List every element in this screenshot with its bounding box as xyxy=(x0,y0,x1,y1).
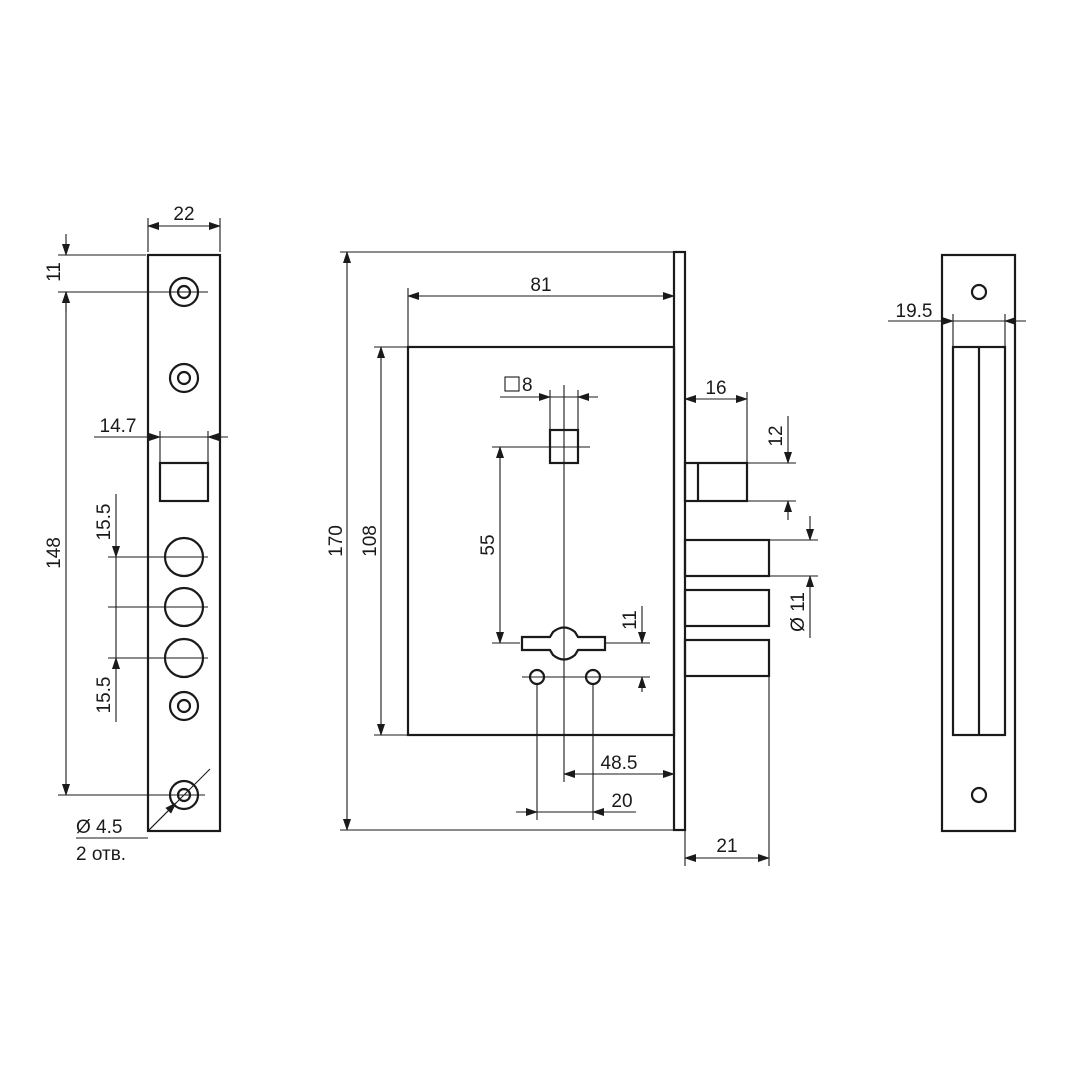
dim-case-width: 81 xyxy=(530,275,551,296)
dim-case-height: 108 xyxy=(360,525,381,557)
dim-latch-width: 14.7 xyxy=(100,416,137,437)
dim-bolt-spacing-lower: 15.5 xyxy=(94,677,115,714)
latch-opening xyxy=(158,461,210,503)
note-hole-diameter: Ø 4.5 xyxy=(76,817,122,838)
dim-faceplate-width: 22 xyxy=(173,204,194,225)
dim-latch-projection: 16 xyxy=(705,378,726,399)
dim-spindle-square: 8 xyxy=(522,375,533,396)
strike-plate-view: 19.5 xyxy=(888,253,1026,833)
dim-strike-depth: 19.5 xyxy=(896,301,933,322)
dim-latch-height: 12 xyxy=(766,425,787,446)
strike-hole-top xyxy=(970,283,988,301)
front-plate xyxy=(672,250,687,832)
dim-key-spacing: 20 xyxy=(611,791,632,812)
dim-key-offset: 11 xyxy=(620,610,641,630)
faceplate-outline xyxy=(146,253,222,833)
bolt-3 xyxy=(683,638,771,678)
bolt-2 xyxy=(683,588,771,628)
lock-case xyxy=(406,345,676,737)
screw-hole-lower xyxy=(168,690,200,722)
strike-plate-outline xyxy=(940,253,1017,833)
dim-top-offset: 11 xyxy=(44,262,65,282)
dim-backset: 48.5 xyxy=(601,753,638,774)
latch xyxy=(683,461,749,503)
dim-spindle-to-key: 55 xyxy=(478,534,499,555)
lock-body-view: 170 108 81 8 55 11 48.5 xyxy=(326,250,818,866)
keyhole xyxy=(520,626,607,661)
dim-hole-spacing-height: 148 xyxy=(44,537,65,569)
dim-total-height: 170 xyxy=(326,525,347,557)
dim-bolt-spacing-upper: 15.5 xyxy=(94,504,115,541)
note-hole-count: 2 отв. xyxy=(76,844,126,865)
square-symbol xyxy=(504,376,520,392)
bolt-1 xyxy=(683,538,771,578)
screw-hole-upper xyxy=(168,362,200,394)
dim-bolt-diameter: Ø 11 xyxy=(788,592,809,632)
strike-hole-bottom xyxy=(970,786,988,804)
dim-bolt-projection: 21 xyxy=(716,836,737,857)
faceplate-view: 22 11 148 14.7 15.5 15.5 Ø 4.5 2 отв. xyxy=(44,204,228,865)
